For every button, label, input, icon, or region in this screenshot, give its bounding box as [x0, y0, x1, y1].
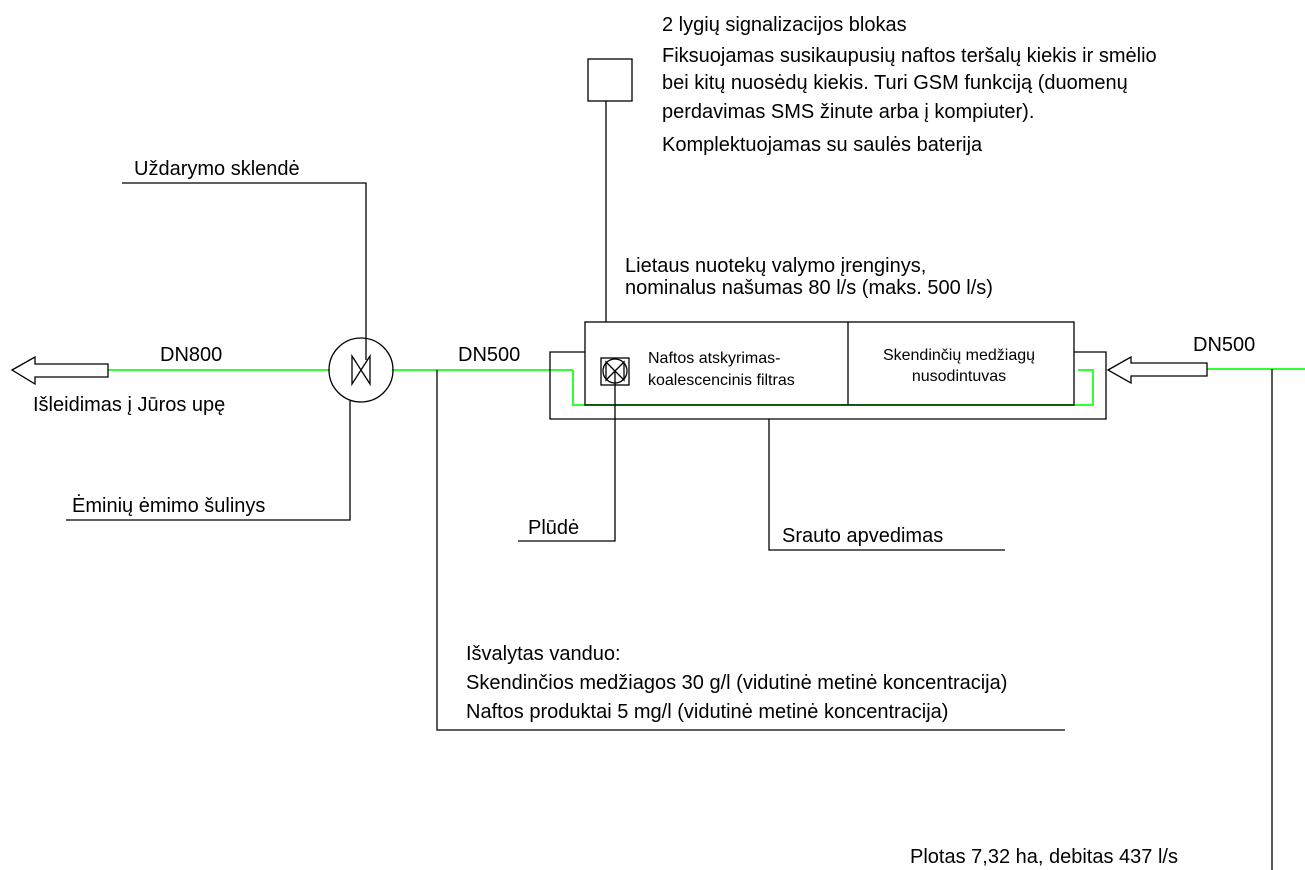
- inlet-arrow: [1106, 355, 1208, 385]
- outlet-arrow: [10, 355, 109, 386]
- signal-block-line-1: Fiksuojamas susikaupusių naftos teršalų …: [662, 45, 1157, 67]
- float-leader: [518, 371, 616, 542]
- device-label-line-2: nominalus našumas 80 l/s (maks. 500 l/s): [625, 277, 993, 299]
- outlet-pipe-diameter: DN800: [160, 344, 223, 366]
- treated-water-title: Išvalytas vanduo:: [466, 643, 621, 665]
- signal-block-title: 2 lygių signalizacijos blokas: [662, 14, 907, 36]
- internal-pipe-loop: [572, 369, 1094, 406]
- filter-label-line-1: Naftos atskyrimas-: [648, 350, 781, 367]
- sampling-well-leader: [66, 401, 351, 521]
- shutoff-valve-circle: [328, 337, 394, 403]
- filter-valve-symbol: [605, 360, 625, 382]
- middle-pipe-diameter: DN500: [458, 344, 521, 366]
- treated-water-line-2: Naftos produktai 5 mg/l (vidutinė metinė…: [466, 701, 949, 723]
- bypass-housing: [549, 351, 1107, 420]
- outlet-label: Išleidimas į Jūros upę: [33, 394, 226, 416]
- device-box: [584, 321, 1075, 406]
- pipe-lines: [108, 368, 1305, 406]
- shutoff-valve-symbol: [351, 353, 371, 387]
- treated-water-line-1: Skendinčios medžiagos 30 g/l (vidutinė m…: [466, 672, 1008, 694]
- settler-label-line-2: nusodintuvas: [911, 368, 1007, 385]
- float-label: Plūdė: [528, 517, 580, 539]
- signal-block-line-4: Komplektuojamas su saulės baterija: [662, 134, 983, 156]
- treated-water-leader: [436, 370, 1065, 731]
- device-label-line-1: Lietaus nuotekų valymo įrenginys,: [625, 255, 927, 277]
- signal-block-line-2: bei kitų nuosėdų kiekis. Turi GSM funkci…: [662, 72, 1128, 94]
- settler-label-line-1: Skendinčių medžiagų: [882, 347, 1036, 364]
- valve-leader: [122, 182, 367, 360]
- catchment-label: Plotas 7,32 ha, debitas 437 l/s: [910, 846, 1178, 868]
- filter-label-line-2: koalescencinis filtras: [648, 372, 795, 389]
- signal-block-box: [587, 58, 633, 102]
- settler-label: Skendinčių medžiagų nusodintuvas: [856, 348, 1062, 385]
- valve-label: Uždarymo sklendė: [134, 158, 300, 180]
- sampling-well-label: Ėminių ėmimo šulinys: [72, 495, 266, 517]
- bypass-leader: [768, 419, 1005, 551]
- bypass-label: Srauto apvedimas: [782, 525, 944, 547]
- signal-block-line-3: perdavimas SMS žinute arba į kompiuter).: [662, 101, 1035, 123]
- inlet-pipe-diameter: DN500: [1193, 334, 1256, 356]
